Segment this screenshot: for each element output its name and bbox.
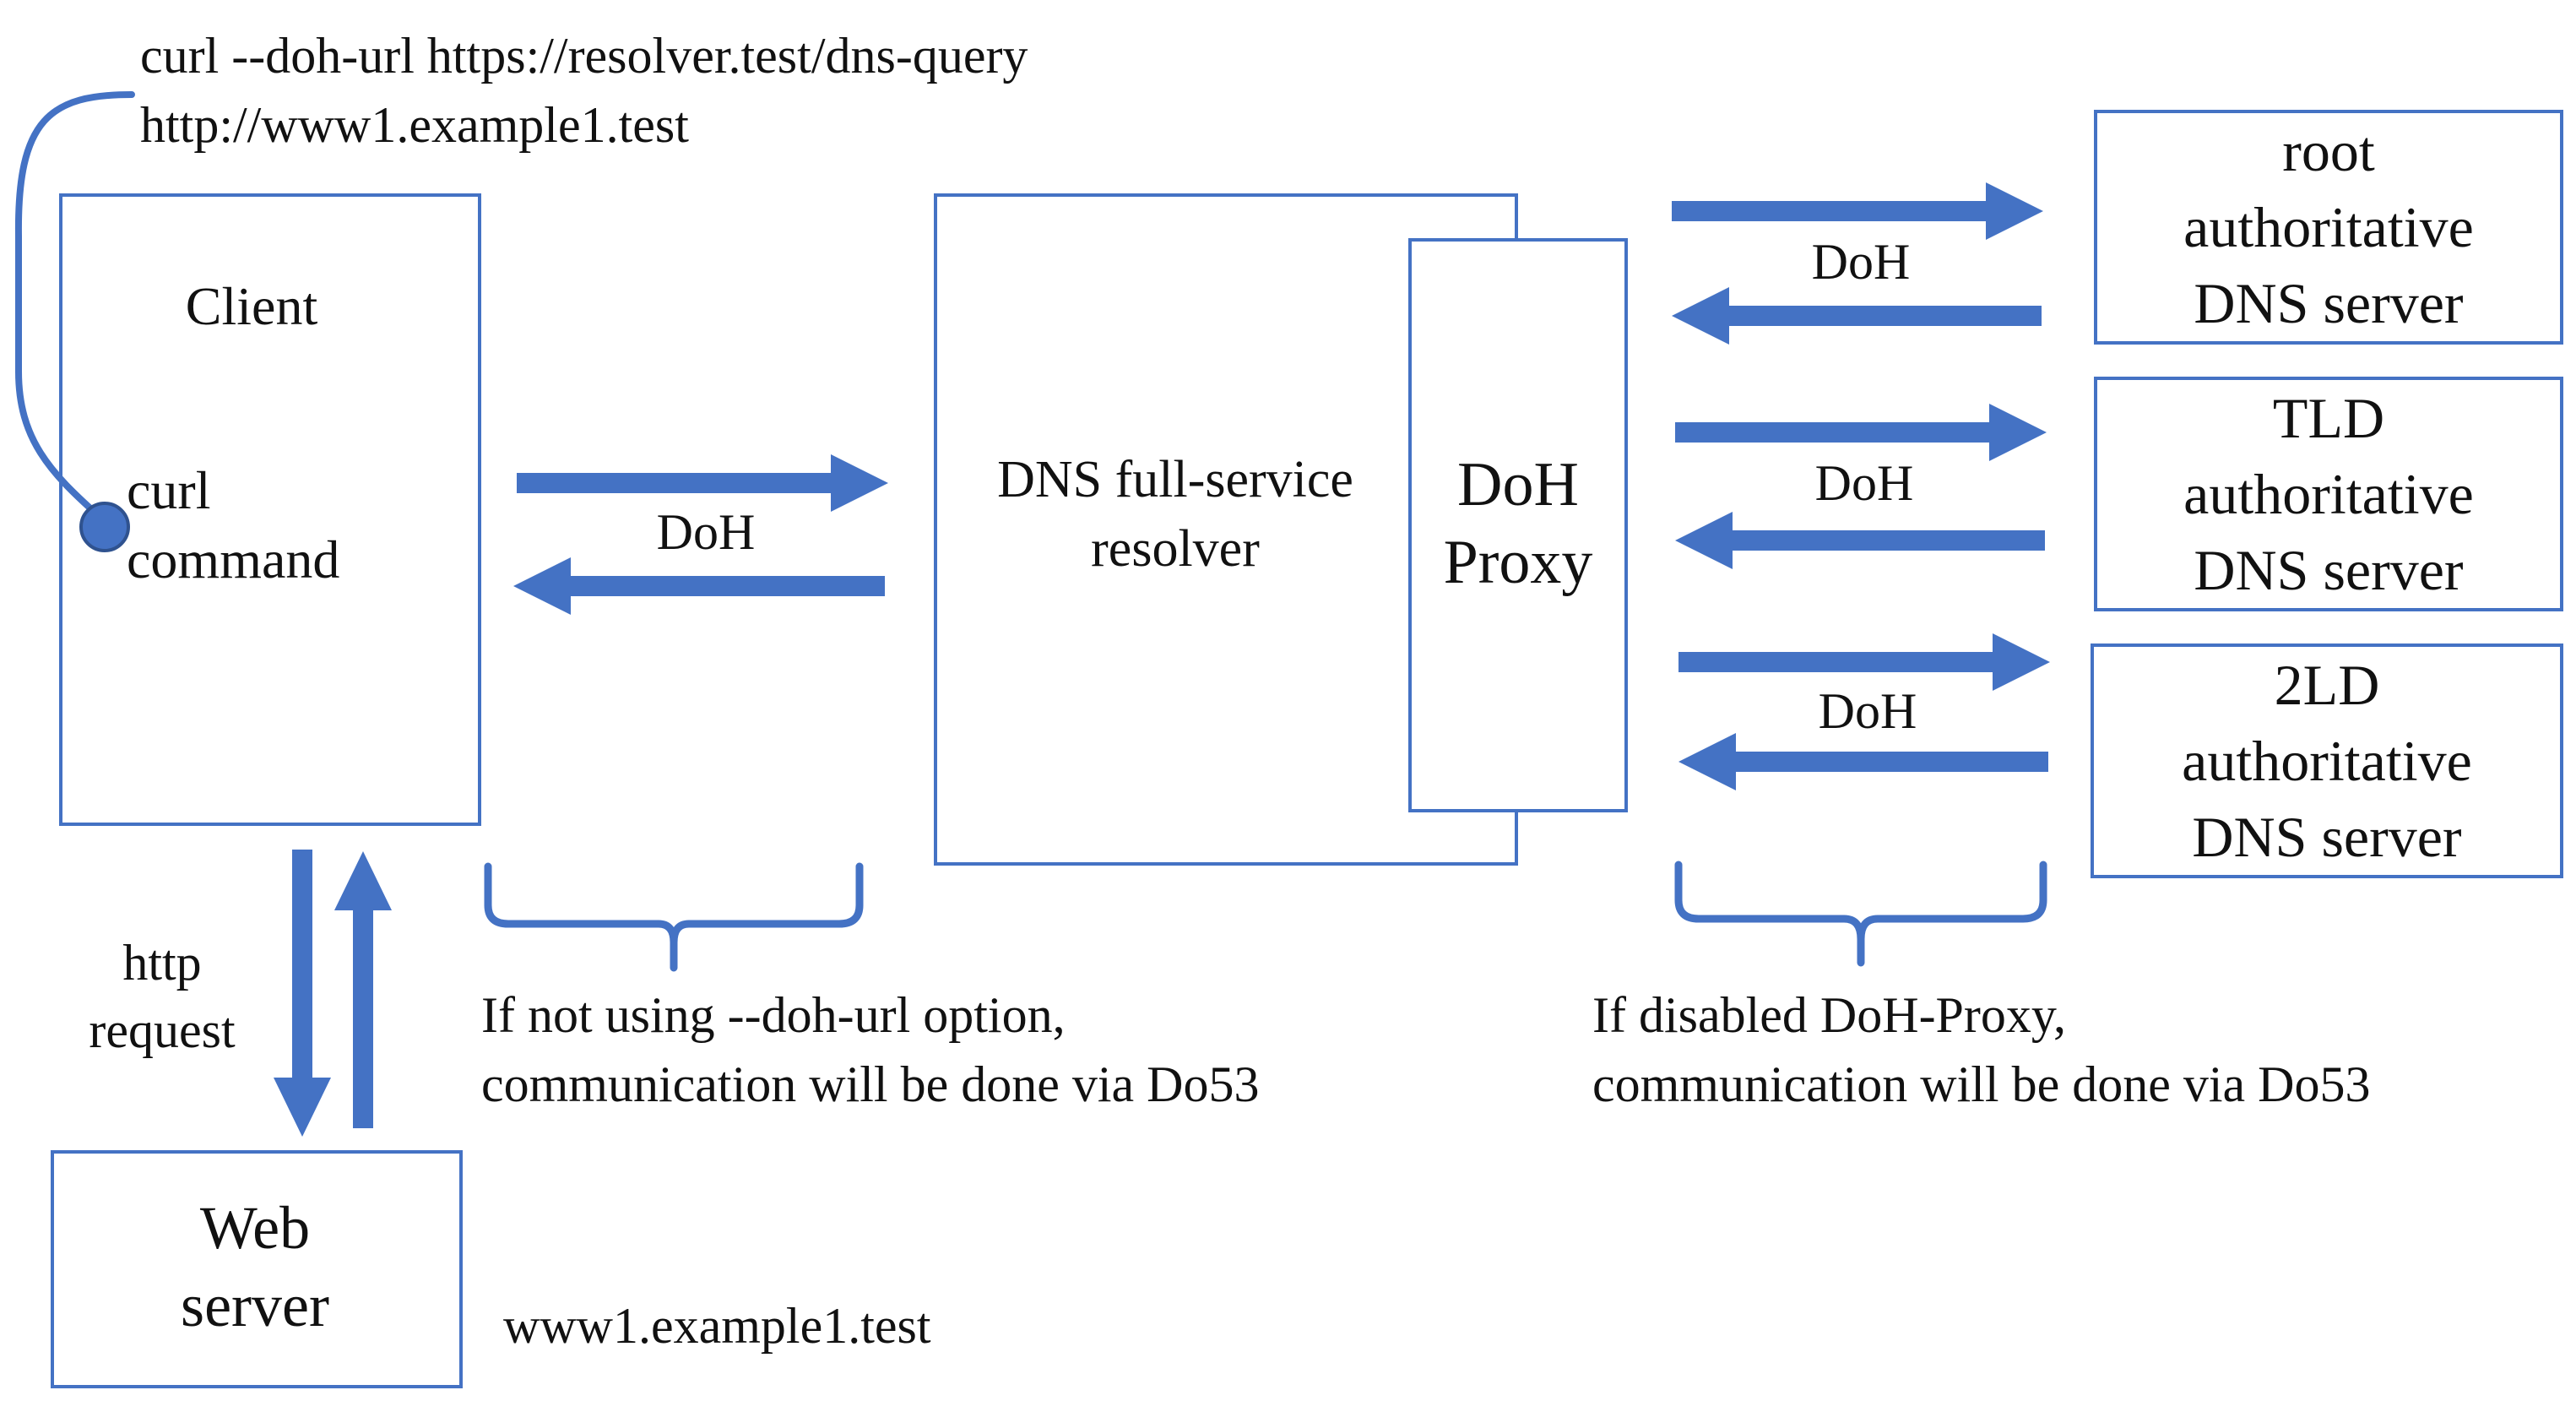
note-left-line2: communication will be done via Do53 — [481, 1056, 1259, 1112]
doh-label-client-resolver: DoH — [657, 504, 756, 560]
brace-right — [1674, 861, 2047, 967]
doh-proxy-box — [1408, 238, 1628, 812]
tld-server-label-line2: authoritative — [2183, 462, 2474, 526]
arrow-client-to-resolver — [517, 454, 888, 512]
arrow-webserver-to-client — [334, 851, 392, 1128]
arrow-proxy-to-root — [1672, 182, 2043, 240]
curl-command-label-line1: curl — [127, 460, 211, 520]
arrow-tld-to-proxy — [1675, 512, 2045, 569]
curl-command-text-line2: http://www1.example1.test — [140, 97, 689, 153]
web-server-label-line1: Web — [200, 1194, 310, 1262]
http-request-label-line2: request — [89, 1002, 236, 1058]
note-right-line1: If disabled DoH-Proxy, — [1592, 987, 2066, 1043]
doh-label-tld: DoH — [1815, 455, 1914, 511]
curl-command-dot — [79, 502, 130, 552]
tld-server-label-line1: TLD — [2273, 386, 2384, 450]
arrow-resolver-to-client — [513, 557, 885, 615]
note-left-line1: If not using --doh-url option, — [481, 987, 1066, 1043]
2ld-server-label-line2: authoritative — [2182, 729, 2472, 793]
callout-line — [14, 91, 135, 519]
doh-proxy-label-line1: DoH — [1457, 450, 1579, 519]
curl-command-text-line1: curl --doh-url https://resolver.test/dns… — [140, 28, 1028, 84]
tld-server-label-line3: DNS server — [2194, 538, 2464, 602]
brace-left — [484, 862, 864, 972]
client-title: Client — [186, 276, 318, 336]
resolver-label-line2: resolver — [1091, 520, 1260, 578]
root-server-label-line3: DNS server — [2194, 271, 2464, 335]
curl-command-label-line2: command — [127, 529, 339, 589]
2ld-server-box — [2091, 643, 2563, 878]
web-server-label-line2: server — [181, 1272, 329, 1339]
arrow-proxy-to-tld — [1675, 404, 2047, 461]
root-server-label-line1: root — [2282, 119, 2375, 183]
resolver-label-line1: DNS full-service — [997, 451, 1353, 508]
doh-proxy-label-line2: Proxy — [1444, 528, 1593, 597]
http-request-label-line1: http — [122, 935, 201, 991]
arrow-2ld-to-proxy — [1678, 733, 2048, 790]
tld-server-box — [2094, 377, 2563, 611]
note-right-line2: communication will be done via Do53 — [1592, 1056, 2370, 1112]
web-server-domain: www1.example1.test — [503, 1298, 931, 1354]
arrow-proxy-to-2ld — [1678, 633, 2050, 691]
web-server-box — [51, 1150, 463, 1388]
doh-label-root: DoH — [1812, 234, 1911, 290]
arrow-root-to-proxy — [1672, 287, 2042, 345]
root-server-box — [2094, 110, 2563, 345]
client-box — [59, 193, 481, 826]
2ld-server-label-line3: DNS server — [2192, 805, 2462, 869]
2ld-server-label-line1: 2LD — [2275, 653, 2380, 717]
arrow-client-to-webserver — [274, 850, 331, 1137]
root-server-label-line2: authoritative — [2183, 195, 2474, 259]
doh-label-2ld: DoH — [1819, 683, 1917, 739]
